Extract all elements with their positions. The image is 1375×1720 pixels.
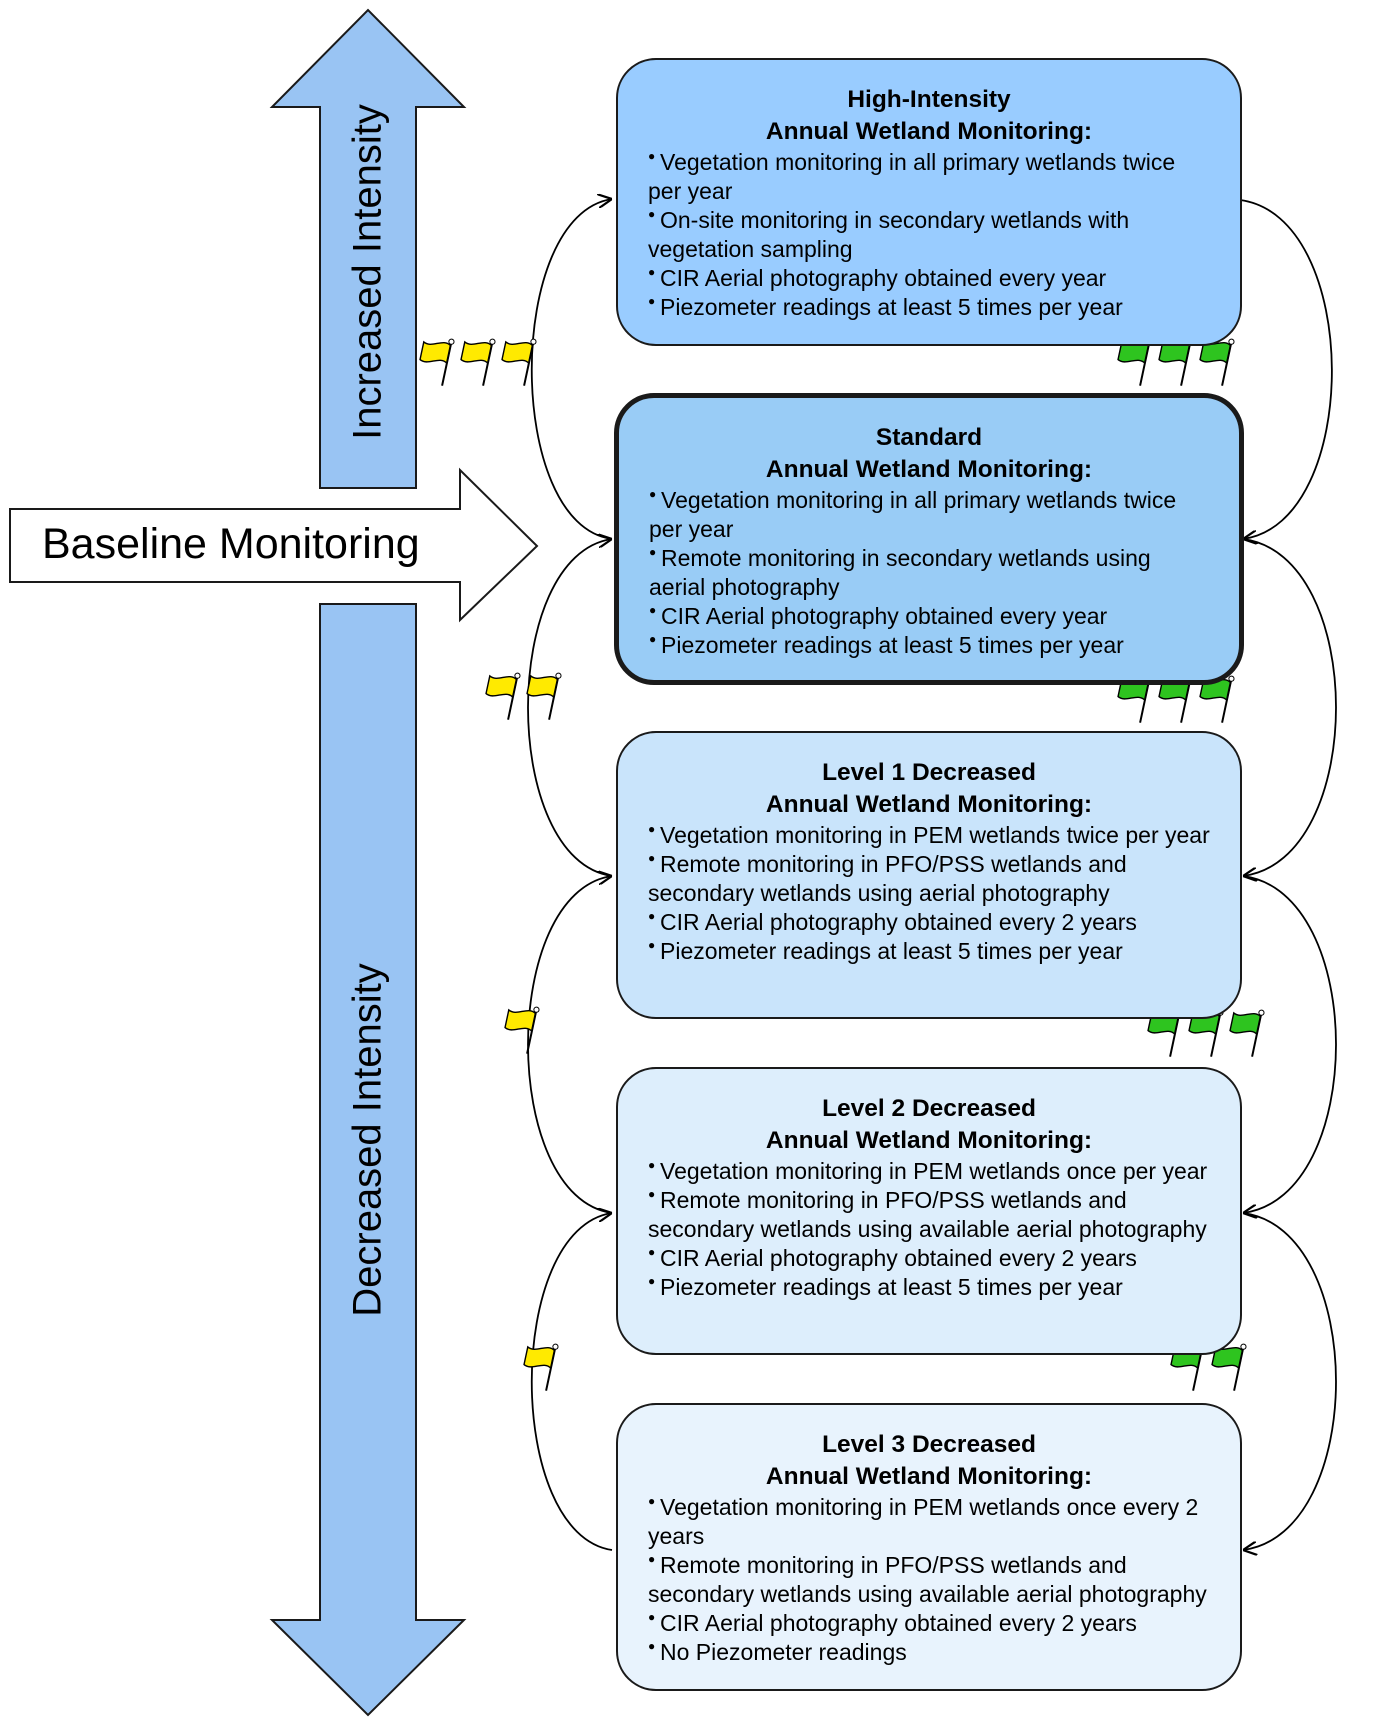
box-subtitle: Annual Wetland Monitoring: <box>765 1463 1093 1490</box>
list-item: Piezometer readings at least 5 times per… <box>649 625 1209 660</box>
list-item: Piezometer readings at least 5 times per… <box>648 287 1210 322</box>
list-item: Vegetation monitoring in PEM wetlands on… <box>648 1151 1210 1186</box>
box-items: Vegetation monitoring in PEM wetlands on… <box>648 1151 1210 1302</box>
connector-level1-to-level2 <box>1243 875 1337 1213</box>
list-item: CIR Aerial photography obtained every 2 … <box>648 902 1210 937</box>
baseline-monitoring-label: Baseline Monitoring <box>42 520 420 568</box>
box-title: Level 1 Decreased <box>822 759 1036 786</box>
list-item: Vegetation monitoring in all primary wet… <box>649 480 1209 544</box>
level1-decreased-box: Level 1 Decreased Annual Wetland Monitor… <box>616 731 1242 1019</box>
yellow-flag-icon <box>419 338 455 386</box>
increased-intensity-arrow <box>269 8 467 489</box>
box-subtitle: Annual Wetland Monitoring: <box>765 118 1093 145</box>
yellow-flag-icon <box>501 338 537 386</box>
list-item: Vegetation monitoring in PEM wetlands tw… <box>648 815 1210 850</box>
list-item: Remote monitoring in PFO/PSS wetlands an… <box>648 1180 1210 1244</box>
yellow-flag-icon <box>460 338 496 386</box>
yellow-flag-icon <box>523 1343 559 1391</box>
box-items: Vegetation monitoring in all primary wet… <box>649 480 1209 660</box>
green-flag-icon <box>1199 338 1235 386</box>
list-item: Piezometer readings at least 5 times per… <box>648 1267 1210 1302</box>
box-items: Vegetation monitoring in all primary wet… <box>648 142 1210 322</box>
connector-standard-to-high <box>531 199 612 540</box>
box-title: High-Intensity <box>847 86 1011 113</box>
box-subtitle: Annual Wetland Monitoring: <box>765 1127 1093 1154</box>
box-subtitle: Annual Wetland Monitoring: <box>765 791 1093 818</box>
right-connectors <box>1239 199 1337 1550</box>
list-item: CIR Aerial photography obtained every 2 … <box>648 1603 1210 1638</box>
list-item: Remote monitoring in PFO/PSS wetlands an… <box>648 1545 1210 1609</box>
list-item: Vegetation monitoring in all primary wet… <box>648 142 1210 206</box>
box-title: Level 2 Decreased <box>822 1095 1036 1122</box>
list-item: Vegetation monitoring in PEM wetlands on… <box>648 1487 1210 1551</box>
high-intensity-box: High-Intensity Annual Wetland Monitoring… <box>616 58 1242 346</box>
green-flag-icon <box>1117 338 1153 386</box>
yellow-flag-icon <box>485 672 521 720</box>
box-title: Standard <box>875 424 983 451</box>
list-item: Piezometer readings at least 5 times per… <box>648 931 1210 966</box>
decreased-intensity-label: Decreased Intensity <box>345 963 390 1317</box>
list-item: CIR Aerial photography obtained every ye… <box>648 258 1210 293</box>
decreased-intensity-arrow <box>269 603 467 1717</box>
baseline-monitoring-arrow <box>9 467 539 623</box>
connector-standard-to-level1 <box>1243 538 1337 876</box>
flag-groups <box>419 338 1265 1391</box>
box-items: Vegetation monitoring in PEM wetlands tw… <box>648 815 1210 966</box>
yellow-flag-icon <box>526 672 562 720</box>
box-subtitle: Annual Wetland Monitoring: <box>765 456 1093 483</box>
yellow-flag-icon <box>504 1006 540 1054</box>
connector-level1-to-standard <box>527 539 612 877</box>
connector-level2-to-level1 <box>527 876 612 1214</box>
level3-decreased-box: Level 3 Decreased Annual Wetland Monitor… <box>616 1403 1242 1691</box>
green-flag-icon <box>1211 1343 1247 1391</box>
list-item: On-site monitoring in secondary wetlands… <box>648 200 1210 264</box>
increased-intensity-label: Increased Intensity <box>345 104 390 440</box>
list-item: CIR Aerial photography obtained every ye… <box>649 596 1209 631</box>
list-item: No Piezometer readings <box>648 1632 1210 1667</box>
box-title: Level 3 Decreased <box>822 1431 1036 1458</box>
list-item: Remote monitoring in secondary wetlands … <box>649 538 1209 602</box>
connector-high-to-standard <box>1239 199 1333 539</box>
list-item: CIR Aerial photography obtained every 2 … <box>648 1238 1210 1273</box>
connector-level2-to-level3 <box>1243 1212 1337 1550</box>
list-item: Remote monitoring in PFO/PSS wetlands an… <box>648 844 1210 908</box>
standard-box: Standard Annual Wetland Monitoring: Vege… <box>614 393 1244 685</box>
level2-decreased-box: Level 2 Decreased Annual Wetland Monitor… <box>616 1067 1242 1355</box>
connector-level3-to-level2 <box>531 1213 612 1551</box>
left-connectors <box>527 199 612 1551</box>
green-flag-icon <box>1229 1009 1265 1057</box>
box-items: Vegetation monitoring in PEM wetlands on… <box>648 1487 1210 1667</box>
